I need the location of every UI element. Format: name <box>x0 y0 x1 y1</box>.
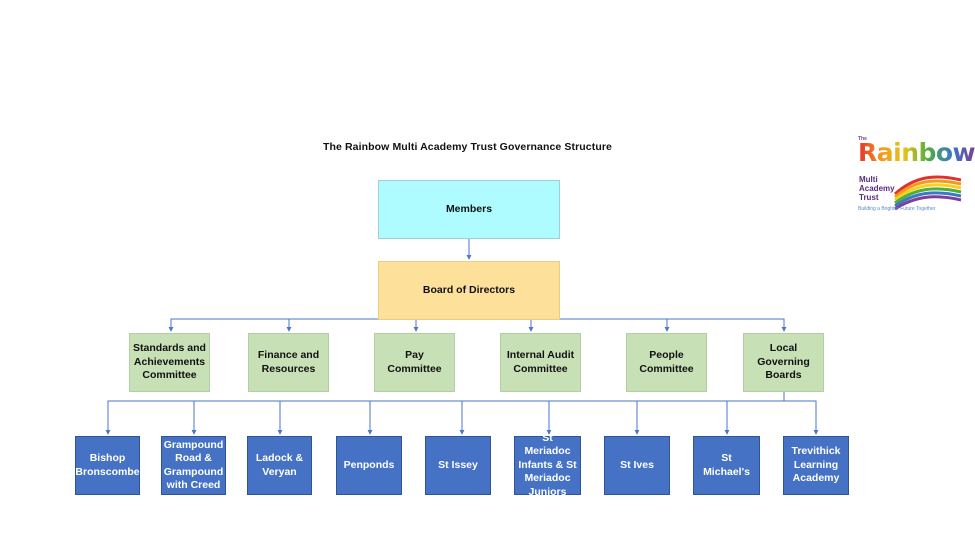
logo-tagline: Building a Brighter Future Together <box>858 206 936 212</box>
board-of-directors-box: Board of Directors <box>378 261 560 320</box>
school-penponds: Penponds <box>336 436 402 495</box>
logo-rainbow-word: Rainbow <box>858 138 975 167</box>
logo-academy: Academy <box>859 184 895 193</box>
school-st-issey: St Issey <box>425 436 491 495</box>
committee-internal-audit: Internal Audit Committee <box>500 333 581 392</box>
logo-trust: Trust <box>859 193 879 202</box>
committee-local-governing-boards: Local Governing Boards <box>743 333 824 392</box>
logo-multi: Multi <box>859 175 878 184</box>
committee-pay: Pay Committee <box>374 333 455 392</box>
logo-the: The <box>858 136 867 142</box>
committee-people: People Committee <box>626 333 707 392</box>
school-st-meriadoc: St Meriadoc Infants & St Meriadoc Junior… <box>514 432 581 498</box>
school-trevithick-learning-academy: Trevithick Learning Academy <box>783 436 849 495</box>
school-bishop-bronscombe: Bishop Bronscombe <box>75 436 140 495</box>
school-st-michaels: St Michael's <box>693 436 760 495</box>
rainbow-swoosh-icon <box>893 175 962 211</box>
members-box: Members <box>378 180 560 239</box>
committee-finance-resources: Finance and Resources <box>248 333 329 392</box>
school-st-ives: St Ives <box>604 436 670 495</box>
school-grampound: Grampound Road & Grampound with Creed <box>161 436 226 495</box>
rainbow-trust-logo: The Rainbow Multi Academy Trust Building… <box>855 136 975 216</box>
committee-standards-achievements: Standards and Achievements Committee <box>129 333 210 392</box>
chart-title: The Rainbow Multi Academy Trust Governan… <box>323 141 612 153</box>
school-ladock-veryan: Ladock & Veryan <box>247 436 312 495</box>
